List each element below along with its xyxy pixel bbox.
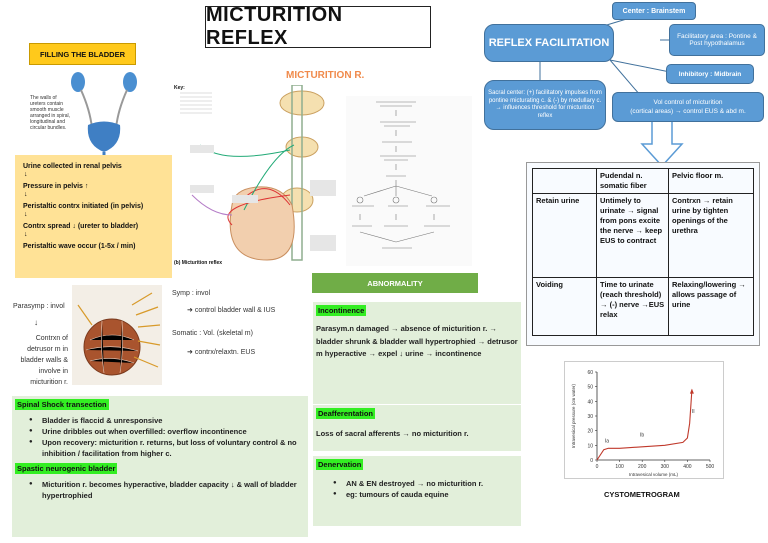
incontinence-section: Incontinence Parasym.n damaged → absence… [313, 302, 521, 404]
x-tick-label: 100 [615, 464, 624, 470]
y-tick-label: 40 [587, 399, 593, 405]
incontinence-text: Parasym.n damaged → absence of micturiti… [316, 324, 518, 358]
y-tick-label: 10 [587, 443, 593, 449]
diagram-key-label: Key: [174, 85, 185, 91]
deafferentation-section: Deafferentation Loss of sacral afferents… [313, 405, 521, 451]
brainstem-center-box: Center : Brainstem [612, 2, 696, 20]
spinal-shock-item: Bladder is flaccid & unresponsive [12, 415, 308, 426]
parasymp-down-arrow: ↓ [34, 318, 38, 327]
spinal-bladder-icon [180, 84, 336, 261]
spastic-item: Micturition r. becomes hyperactive, blad… [12, 479, 308, 501]
vol-control-line1: Vol control of micturition [653, 99, 723, 106]
segment-label: Ib [640, 433, 644, 439]
handwritten-notes [346, 96, 472, 266]
parasymp-label: Parasymp : invol [13, 303, 65, 310]
pressure-peak-arrow [689, 388, 694, 394]
parasymp-effect: Contrxn of detrusor m in bladder walls &… [20, 335, 68, 386]
filling-step: Peristaltic wave occur (1-5x / min) [23, 243, 136, 250]
symp-effect: ➜ control bladder wall & IUS [187, 307, 276, 314]
down-arrow-icon: ↓ [24, 191, 28, 198]
inhibitory-box: Inhibitory : Midbrain [666, 64, 754, 84]
bladder-nerve-icon [72, 285, 162, 385]
table-cell: Contrxn → retain urine by tighten openin… [668, 193, 754, 278]
spinal-shock-section: Spinal Shock transection Bladder is flac… [12, 396, 308, 537]
kidney-caption: The walls of ureters contain smooth musc… [30, 95, 71, 131]
x-tick-label: 0 [596, 464, 599, 470]
pressure-line [596, 389, 693, 461]
bladder-innervation-image [72, 285, 162, 385]
table-cell: Voiding [532, 277, 597, 336]
down-arrow-icon: ↓ [24, 171, 28, 178]
x-axis-label: Intravesical volume (mL) [629, 472, 679, 477]
pudendal-pelvic-table-wrapper: Pudendal n. somatic fiber Pelvic floor m… [526, 162, 760, 346]
somatic-effect: ➜ contrx/relaxtn. EUS [187, 349, 256, 356]
micturition-neural-diagram: Key: (b) Micturition reflex [172, 84, 342, 270]
y-axis-label: Intravesical pressure (cm water) [571, 383, 576, 448]
table-cell: Relaxing/lowering → allows passage of ur… [668, 277, 754, 336]
table-header-row: Pudendal n. somatic fiber Pelvic floor m… [532, 168, 754, 194]
spinal-shock-item: Upon recovery: micturition r. returns, b… [12, 437, 308, 459]
table-row: Retain urine Untimely to urinate → signa… [532, 193, 754, 278]
incontinence-header: Incontinence [316, 305, 367, 316]
y-tick-label: 50 [587, 385, 593, 391]
pudendal-pelvic-table: Pudendal n. somatic fiber Pelvic floor m… [532, 168, 754, 336]
down-arrow-icon: ↓ [24, 211, 28, 218]
table-cell: Time to urinate (reach threshold) → (-) … [596, 277, 669, 336]
segment-label: Ia [605, 438, 609, 444]
down-arrow-icon: ↓ [24, 231, 28, 238]
table-cell: Untimely to urinate → signal from pons e… [596, 193, 669, 278]
denervation-item: AN & EN destroyed → no micturition r. [316, 478, 518, 489]
reflex-facilitation-box: REFLEX FACILITATION [484, 24, 614, 62]
x-tick-label: 400 [683, 464, 692, 470]
y-tick-label: 20 [587, 429, 593, 435]
symp-effect-text: control bladder wall & IUS [194, 307, 276, 314]
somatic-label: Somatic : Vol. (skeletal m) [172, 330, 253, 337]
segment-label: II [692, 409, 695, 415]
filling-step: Contrx spread ↓ (ureter to bladder) [23, 223, 139, 230]
table-header-cell: Pudendal n. somatic fiber [596, 168, 669, 194]
table-row: Voiding Time to urinate (reach threshold… [532, 277, 754, 336]
diagram-title: MICTURITION R. [286, 70, 365, 81]
symp-label: Symp : invol [172, 290, 211, 297]
deafferentation-text: Loss of sacral afferents → no micturitio… [316, 429, 469, 438]
filling-step: Peristaltic contrx initiated (in pelvis) [23, 203, 144, 210]
denervation-section: Denervation AN & EN destroyed → no mictu… [313, 456, 521, 526]
filling-step: Urine collected in renal pelvis [23, 163, 122, 170]
facilitatory-area-box: Facilitatory area : Pontine & Post hypot… [669, 24, 765, 56]
sacral-center-box: Sacral center: (+) facilitatory impulses… [484, 80, 606, 130]
page-title: MICTURITION REFLEX [205, 4, 431, 49]
deafferentation-header: Deafferentation [316, 408, 376, 419]
spinal-shock-item: Urine dribbles out when overfilled: over… [12, 426, 308, 437]
y-tick-label: 0 [590, 458, 593, 464]
somatic-effect-text: contrx/relaxtn. EUS [194, 349, 256, 356]
kidney-ureter-icon [71, 72, 137, 159]
x-tick-label: 300 [661, 464, 670, 470]
spastic-header: Spastic neurogenic bladder [15, 463, 118, 474]
table-cell: Retain urine [532, 193, 597, 278]
kidney-illustration [30, 70, 150, 160]
voluntary-control-box: Vol control of micturition (cortical are… [612, 92, 764, 122]
spinal-shock-header: Spinal Shock transection [15, 399, 109, 410]
table-header-cell: Pelvic floor m. [668, 168, 754, 194]
filling-steps-panel: Urine collected in renal pelvis ↓ Pressu… [15, 155, 172, 278]
table-header-cell [532, 168, 597, 194]
filling-header: FILLING THE BLADDER [29, 43, 136, 65]
filling-step: Pressure in pelvis ↑ [23, 183, 89, 190]
y-tick-label: 60 [587, 370, 593, 376]
y-tick-label: 30 [587, 414, 593, 420]
denervation-header: Denervation [316, 459, 364, 470]
handwritten-flow-icon [352, 101, 450, 249]
x-tick-label: 500 [706, 464, 715, 470]
vol-control-line2: (cortical areas) → control EUS & abd m. [630, 108, 746, 115]
denervation-item: eg: tumours of cauda equine [316, 489, 518, 500]
diagram-caption: (b) Micturition reflex [174, 260, 223, 266]
cystometrogram-caption: CYSTOMETROGRAM [604, 490, 680, 499]
abnormality-header: ABNORMALITY [312, 273, 478, 293]
x-tick-label: 200 [638, 464, 647, 470]
